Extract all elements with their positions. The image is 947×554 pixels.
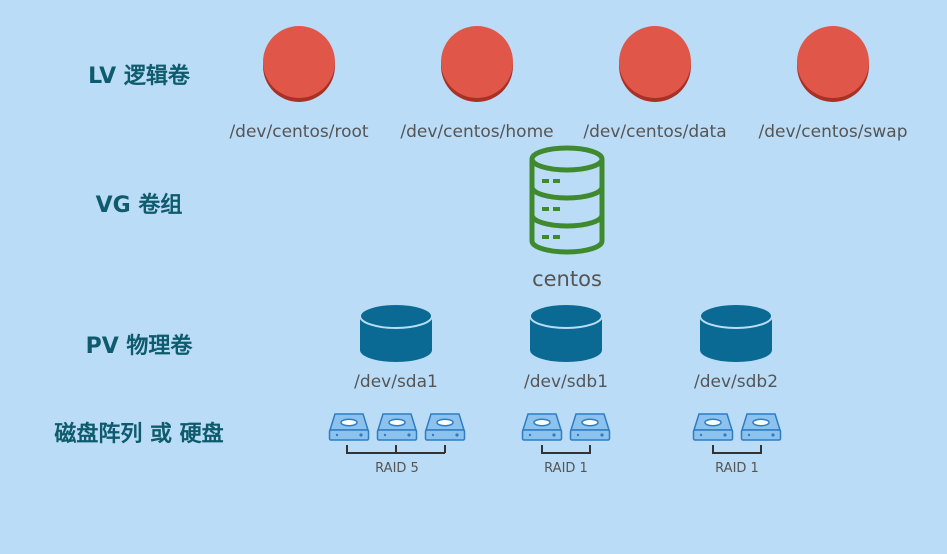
pv-path: /dev/sdb1 bbox=[523, 372, 609, 392]
row-label-disk: 磁盘阵列 或 硬盘 bbox=[54, 422, 224, 447]
pv-item-sdb1: /dev/sdb1 bbox=[496, 302, 636, 392]
lv-path: /dev/centos/swap bbox=[758, 122, 908, 142]
cylinder-disk-icon bbox=[529, 303, 603, 362]
logical-volume-dot-icon bbox=[263, 26, 335, 98]
hard-drive-icon bbox=[424, 413, 466, 441]
hard-drive-icon bbox=[692, 413, 734, 441]
cylinder-disk-icon bbox=[359, 303, 433, 362]
lv-item-swap: /dev/centos/swap bbox=[738, 26, 928, 142]
hard-drive-icon bbox=[569, 413, 611, 441]
volume-group: centos bbox=[527, 143, 607, 291]
bracket-connector bbox=[541, 445, 591, 454]
disk-group-raid1-a: RAID 1 bbox=[521, 412, 611, 476]
logical-volume-dot-icon bbox=[441, 26, 513, 98]
disk-group-raid5: RAID 5 bbox=[327, 412, 467, 476]
disk-group-raid1-b: RAID 1 bbox=[692, 412, 782, 476]
cylinder-disk-icon bbox=[699, 303, 773, 362]
raid-label: RAID 5 bbox=[375, 461, 419, 476]
bracket-connector bbox=[346, 445, 446, 454]
vg-name: centos bbox=[532, 267, 602, 291]
row-label-lv: LV 逻辑卷 bbox=[88, 64, 190, 89]
lv-item-home: /dev/centos/home bbox=[382, 26, 572, 142]
raid-label: RAID 1 bbox=[544, 461, 588, 476]
hard-drive-icon bbox=[376, 413, 418, 441]
hard-drive-icon bbox=[328, 413, 370, 441]
pv-path: /dev/sdb2 bbox=[693, 372, 779, 392]
row-label-vg: VG 卷组 bbox=[95, 193, 183, 218]
lv-item-root: /dev/centos/root bbox=[204, 26, 394, 142]
database-stack-icon bbox=[529, 145, 605, 255]
hard-drive-icon bbox=[521, 413, 563, 441]
row-label-pv: PV 物理卷 bbox=[85, 334, 193, 359]
pv-path: /dev/sda1 bbox=[354, 372, 438, 392]
logical-volume-dot-icon bbox=[619, 26, 691, 98]
lv-path: /dev/centos/home bbox=[400, 122, 554, 142]
bracket-connector bbox=[712, 445, 762, 454]
pv-item-sda1: /dev/sda1 bbox=[326, 302, 466, 392]
logical-volume-dot-icon bbox=[797, 26, 869, 98]
raid-label: RAID 1 bbox=[715, 461, 759, 476]
pv-item-sdb2: /dev/sdb2 bbox=[666, 302, 806, 392]
lv-path: /dev/centos/data bbox=[583, 122, 727, 142]
lv-path: /dev/centos/root bbox=[229, 122, 369, 142]
lv-item-data: /dev/centos/data bbox=[560, 26, 750, 142]
hard-drive-icon bbox=[740, 413, 782, 441]
